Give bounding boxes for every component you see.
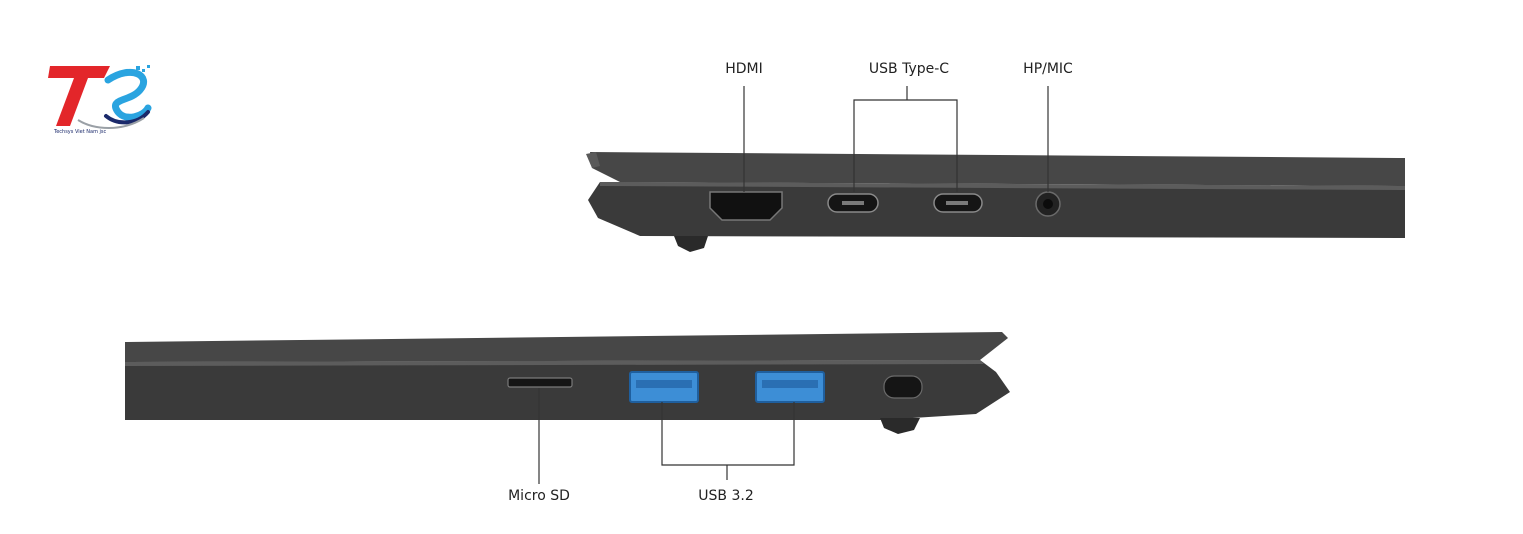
- label-usb-3-2: USB 3.2: [698, 488, 754, 504]
- hdmi-port: [709, 191, 783, 221]
- label-micro-sd: Micro SD: [508, 488, 570, 504]
- leader-lines: [538, 86, 1049, 484]
- laptop-right-side: [125, 332, 1010, 434]
- logo-tagline: Techsys Viet Nam jsc: [54, 129, 107, 135]
- security-slot: [883, 375, 923, 399]
- microsd-slot: [507, 377, 573, 388]
- label-usb-type-c: USB Type-C: [868, 61, 950, 77]
- company-logo: [48, 65, 152, 129]
- label-hp-mic: HP/MIC: [1023, 61, 1073, 77]
- label-hdmi: HDMI: [725, 61, 763, 77]
- laptop-left-side: [586, 152, 1405, 252]
